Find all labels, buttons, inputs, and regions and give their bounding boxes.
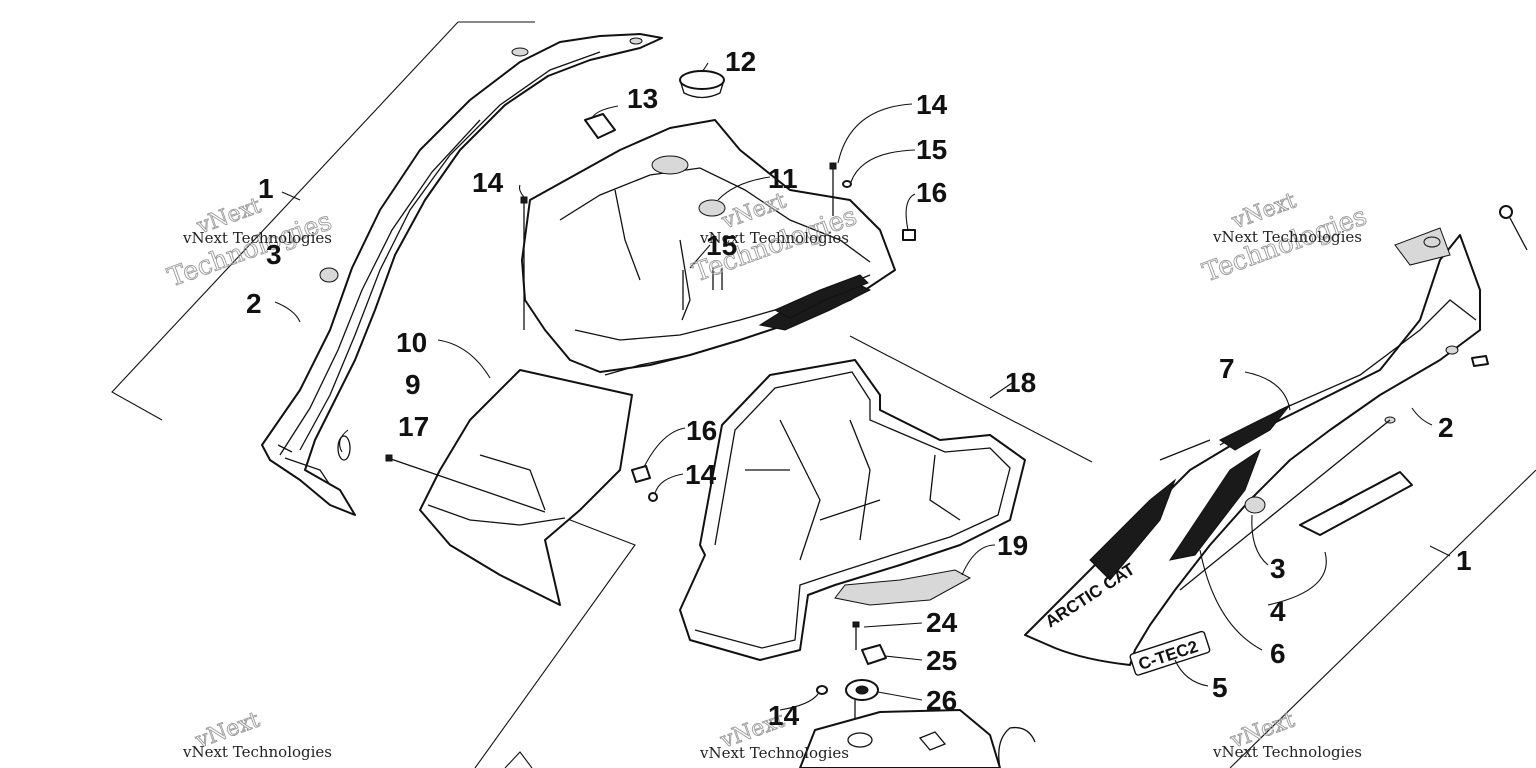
callout-2-right: 2 (1438, 412, 1454, 443)
callout-25: 25 (926, 645, 957, 676)
fastener-right-top (1499, 205, 1528, 251)
fuel-tank (799, 709, 1036, 768)
clip-16-mid (631, 465, 651, 483)
callout-16-b: 16 (686, 415, 717, 446)
callout-1-left: 1 (258, 173, 274, 204)
callout-10: 10 (396, 327, 427, 358)
watermark-line-left-top: vNext Technologies (182, 229, 332, 247)
callout-15-b: 15 (706, 230, 737, 261)
leader-lines (274, 62, 1451, 711)
callout-11: 11 (768, 163, 798, 194)
screw-14-lower (852, 621, 860, 650)
inner-tub-18 (679, 359, 1026, 661)
callout-6: 6 (1270, 638, 1286, 669)
callout-14-a: 14 (472, 167, 504, 198)
screw-14-mid (648, 492, 658, 502)
callout-5: 5 (1212, 672, 1228, 703)
callout-3-right: 3 (1270, 553, 1286, 584)
bracket-25 (861, 644, 887, 665)
clip-16-top (902, 229, 916, 241)
callout-18: 18 (1005, 367, 1036, 398)
screw-14-bottom (816, 685, 828, 695)
callout-labels: 1 3 2 9 17 10 14 13 12 11 15 14 15 16 18… (246, 46, 1472, 731)
callout-14-d: 14 (768, 700, 800, 731)
callout-14-b: 14 (916, 89, 948, 120)
screw-17 (385, 454, 546, 513)
rivet-15-top (842, 180, 852, 188)
callout-7: 7 (1219, 353, 1235, 384)
filler-cap-12 (679, 70, 725, 99)
pad-3-right (1244, 496, 1266, 514)
callout-9: 9 (405, 369, 421, 400)
right-side-panel (1024, 227, 1481, 666)
watermark-line-left-bottom: vNext Technologies (182, 743, 332, 761)
callout-12: 12 (725, 46, 756, 77)
callout-3-left: 3 (266, 239, 282, 270)
callout-15-a: 15 (916, 134, 947, 165)
callout-19: 19 (997, 530, 1028, 561)
pad-11 (698, 199, 726, 217)
decal-4 (1299, 471, 1413, 536)
callout-1-right: 1 (1456, 545, 1472, 576)
clip-right (1471, 355, 1489, 367)
callout-14-c: 14 (685, 459, 717, 490)
callout-24: 24 (926, 607, 958, 638)
watermark-line-right-bottom: vNext Technologies (1212, 743, 1362, 761)
callout-2-left: 2 (246, 288, 262, 319)
rivets-15-mid (682, 268, 723, 310)
o-ring-9 (337, 435, 351, 461)
watermark-line-right-top: vNext Technologies (1212, 228, 1362, 246)
callout-4: 4 (1270, 596, 1286, 627)
watermark-line-mid-bottom: vNext Technologies (699, 744, 849, 762)
callout-26: 26 (926, 685, 957, 716)
group-frame-lines (111, 21, 1536, 768)
watermark-line-mid-top: vNext Technologies (699, 229, 849, 247)
decal-13 (584, 113, 616, 139)
callout-16-a: 16 (916, 177, 947, 208)
callout-17: 17 (398, 411, 429, 442)
nosecone-10 (419, 369, 633, 606)
left-side-panel (261, 33, 663, 516)
screw-14-top (829, 162, 837, 216)
callout-13: 13 (627, 83, 658, 114)
